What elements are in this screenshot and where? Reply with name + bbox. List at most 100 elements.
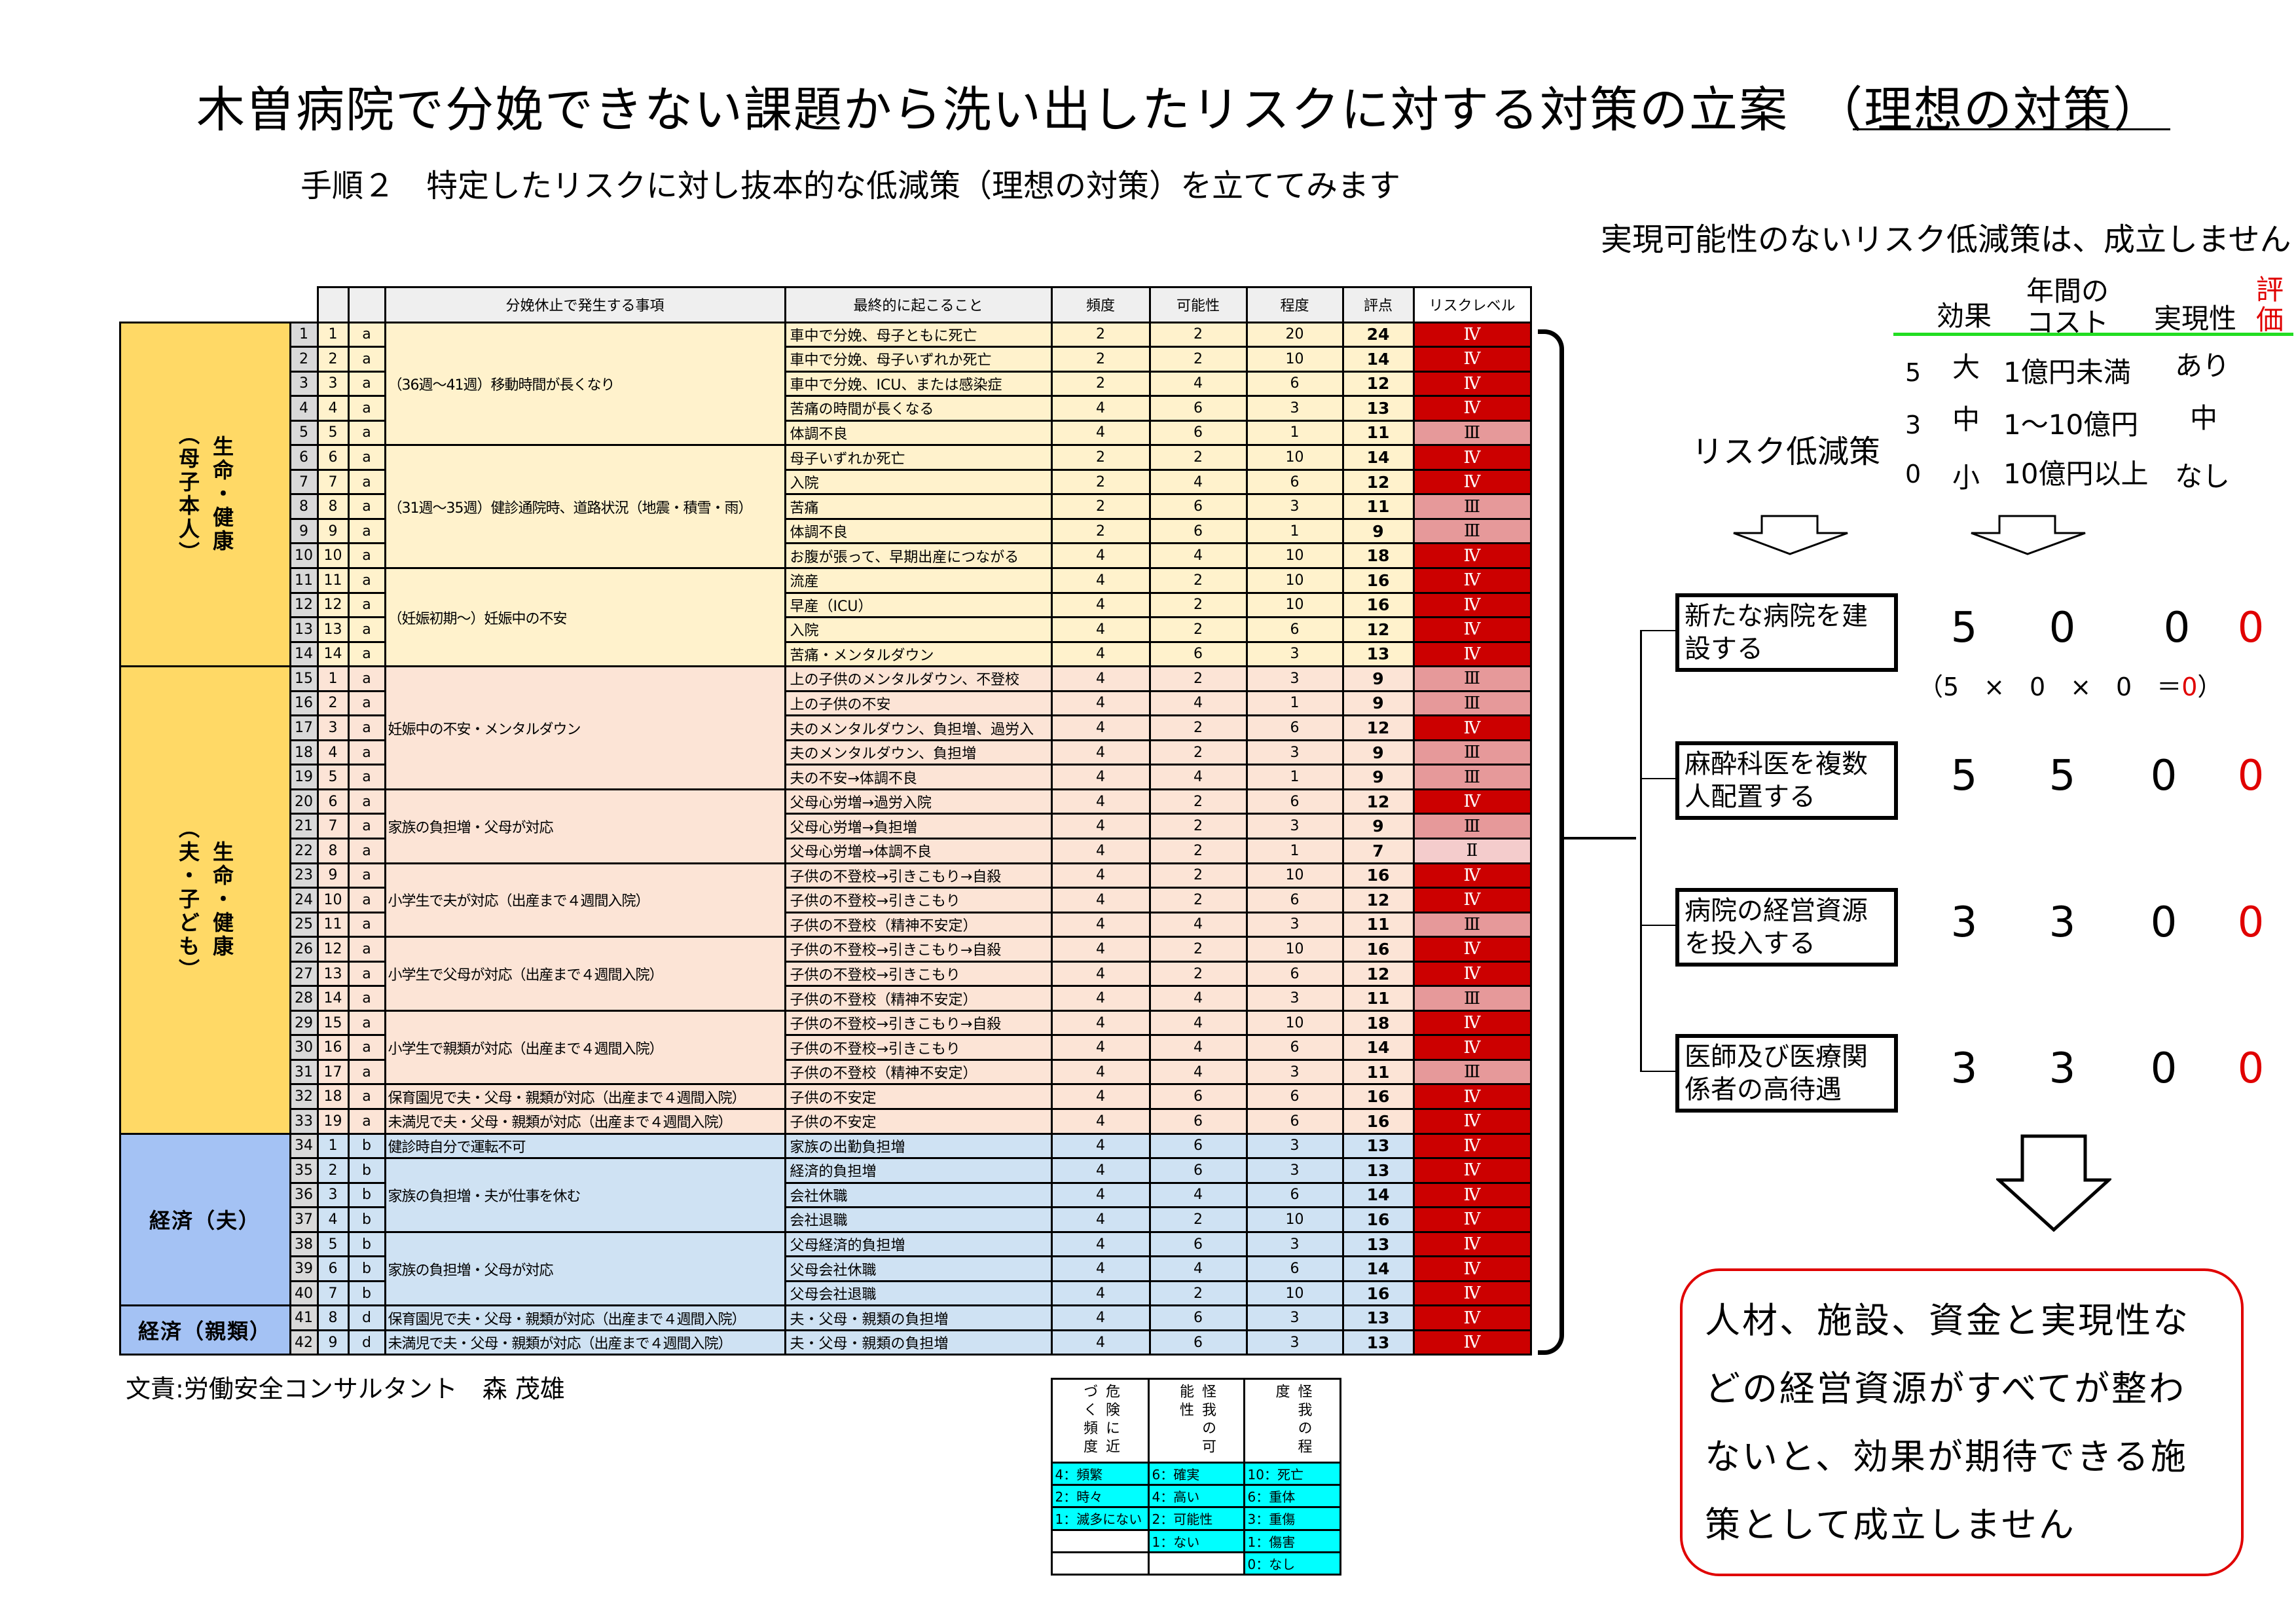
outcome-cell: 経済的負担増 bbox=[784, 1157, 1053, 1184]
frequency-cell: 4 bbox=[1050, 1206, 1151, 1233]
frequency-cell: 4 bbox=[1050, 813, 1151, 840]
item-index: 11 bbox=[316, 911, 350, 938]
category-label: 経済（親類） bbox=[137, 1319, 272, 1344]
score-cell: 16 bbox=[1341, 1206, 1415, 1233]
severity-cell: 6 bbox=[1245, 714, 1344, 741]
outcome-cell: 入院 bbox=[784, 616, 1053, 643]
frequency-cell: 4 bbox=[1050, 1304, 1151, 1331]
outcome-cell: 体調不良 bbox=[784, 419, 1053, 447]
risk-level-cell: Ⅲ bbox=[1412, 665, 1532, 692]
severity-cell: 6 bbox=[1245, 887, 1344, 913]
severity-cell: 1 bbox=[1245, 690, 1344, 717]
row-number: 26 bbox=[289, 936, 319, 963]
score-cell: 9 bbox=[1341, 690, 1415, 717]
risk-level-cell: Ⅳ bbox=[1412, 566, 1532, 594]
legend-cell: 0：なし bbox=[1243, 1551, 1341, 1576]
possibility-cell: 2 bbox=[1148, 887, 1248, 913]
frequency-cell: 4 bbox=[1050, 1132, 1151, 1160]
row-number: 14 bbox=[289, 640, 319, 668]
event-cell: （31週～35週）健診通院時、道路状況（地震・積雪・雨） bbox=[384, 444, 786, 569]
score-cell: 13 bbox=[1341, 1132, 1415, 1160]
risk-level-cell: Ⅳ bbox=[1412, 788, 1532, 815]
category-cell: 生命・健康（母子本人） bbox=[118, 321, 291, 668]
possibility-cell: 6 bbox=[1148, 395, 1248, 422]
item-type: a bbox=[347, 444, 386, 471]
frequency-cell: 4 bbox=[1050, 1181, 1151, 1209]
score-cell: 13 bbox=[1341, 395, 1415, 422]
frequency-cell: 4 bbox=[1050, 616, 1151, 643]
item-index: 10 bbox=[316, 542, 350, 569]
score-cell: 14 bbox=[1341, 346, 1415, 373]
outcome-cell: 入院 bbox=[784, 468, 1053, 496]
severity-cell: 10 bbox=[1245, 591, 1344, 619]
risk-level-cell: Ⅲ bbox=[1412, 517, 1532, 545]
item-index: 6 bbox=[316, 788, 350, 815]
category-sublabel: （夫・子ども） bbox=[175, 817, 200, 983]
severity-cell: 1 bbox=[1245, 517, 1344, 545]
down-arrow-icon bbox=[1733, 515, 1848, 555]
item-type: a bbox=[347, 468, 386, 496]
frequency-cell: 2 bbox=[1050, 493, 1151, 520]
frequency-cell: 4 bbox=[1050, 419, 1151, 447]
item-index: 5 bbox=[316, 764, 350, 790]
item-type: b bbox=[347, 1230, 386, 1258]
item-index: 18 bbox=[316, 1083, 350, 1111]
outcome-cell: 子供の不登校（精神不安定） bbox=[784, 911, 1053, 938]
evaluation-score: 0 bbox=[2237, 752, 2265, 800]
frequency-cell: 2 bbox=[1050, 321, 1151, 348]
bracket-connector bbox=[1564, 837, 1636, 840]
severity-cell: 3 bbox=[1245, 813, 1344, 840]
item-type: a bbox=[347, 640, 386, 668]
formula-result: 0 bbox=[2181, 673, 2198, 701]
item-index: 1 bbox=[316, 665, 350, 692]
conclusion-box: 人材、施設、資金と実現性な どの経営資源がすべてが整わ ないと、効果が期待できる… bbox=[1680, 1268, 2244, 1576]
severity-cell: 10 bbox=[1245, 1206, 1344, 1233]
risk-table: 分娩休止で発生する事項最終的に起こること頻度可能性程度評点リスクレベル生命・健康… bbox=[118, 286, 1532, 1356]
item-index: 12 bbox=[316, 936, 350, 963]
event-cell: 妊娠中の不安・メンタルダウン bbox=[384, 665, 786, 790]
possibility-cell: 2 bbox=[1148, 739, 1248, 766]
criteria-feasibility: なし bbox=[2175, 460, 2231, 492]
item-index: 4 bbox=[316, 395, 350, 422]
outcome-cell: 苦痛 bbox=[784, 493, 1053, 520]
frequency-cell: 4 bbox=[1050, 1009, 1151, 1037]
severity-cell: 10 bbox=[1245, 862, 1344, 889]
item-type: a bbox=[347, 517, 386, 545]
legend-cell: 4：頻繁 bbox=[1050, 1461, 1150, 1486]
severity-cell: 10 bbox=[1245, 542, 1344, 569]
legend-cell: 1：滅多にない bbox=[1050, 1506, 1150, 1531]
row-number: 28 bbox=[289, 985, 319, 1012]
item-index: 3 bbox=[316, 370, 350, 397]
score-cell: 9 bbox=[1341, 665, 1415, 692]
score-formula: （5 × 0 × 0 ＝0） bbox=[1918, 667, 2222, 703]
possibility-cell: 4 bbox=[1148, 911, 1248, 938]
category-cell: 経済（親類） bbox=[118, 1304, 291, 1356]
row-number: 21 bbox=[289, 813, 319, 840]
row-number: 29 bbox=[289, 1009, 319, 1037]
score-cell: 14 bbox=[1341, 1181, 1415, 1209]
row-number: 32 bbox=[289, 1083, 319, 1111]
risk-level-cell: Ⅳ bbox=[1412, 616, 1532, 643]
row-number: 8 bbox=[289, 493, 319, 520]
score-cell: 9 bbox=[1341, 739, 1415, 766]
outcome-cell: 車中で分娩、ICU、または感染症 bbox=[784, 370, 1053, 397]
row-number: 11 bbox=[289, 566, 319, 594]
feasibility-score: 0 bbox=[2163, 604, 2191, 652]
score-cell: 11 bbox=[1341, 1058, 1415, 1086]
measure-line: 医師及び医療関 bbox=[1685, 1042, 1868, 1072]
possibility-cell: 2 bbox=[1148, 444, 1248, 471]
conclusion-line: 策として成立しません bbox=[1705, 1504, 2076, 1545]
score-cell: 12 bbox=[1341, 788, 1415, 815]
outcome-cell: 家族の出勤負担増 bbox=[784, 1132, 1053, 1160]
score-cell: 16 bbox=[1341, 591, 1415, 619]
row-number: 9 bbox=[289, 517, 319, 545]
outcome-cell: 子供の不登校→引きこもり bbox=[784, 1034, 1053, 1061]
category-label: 生命・健康 bbox=[210, 435, 234, 553]
frequency-cell: 4 bbox=[1050, 665, 1151, 692]
severity-cell: 1 bbox=[1245, 838, 1344, 864]
item-type: b bbox=[347, 1157, 386, 1184]
possibility-cell: 6 bbox=[1148, 517, 1248, 545]
possibility-cell: 6 bbox=[1148, 1083, 1248, 1111]
item-index: 13 bbox=[316, 616, 350, 643]
item-index: 14 bbox=[316, 985, 350, 1012]
